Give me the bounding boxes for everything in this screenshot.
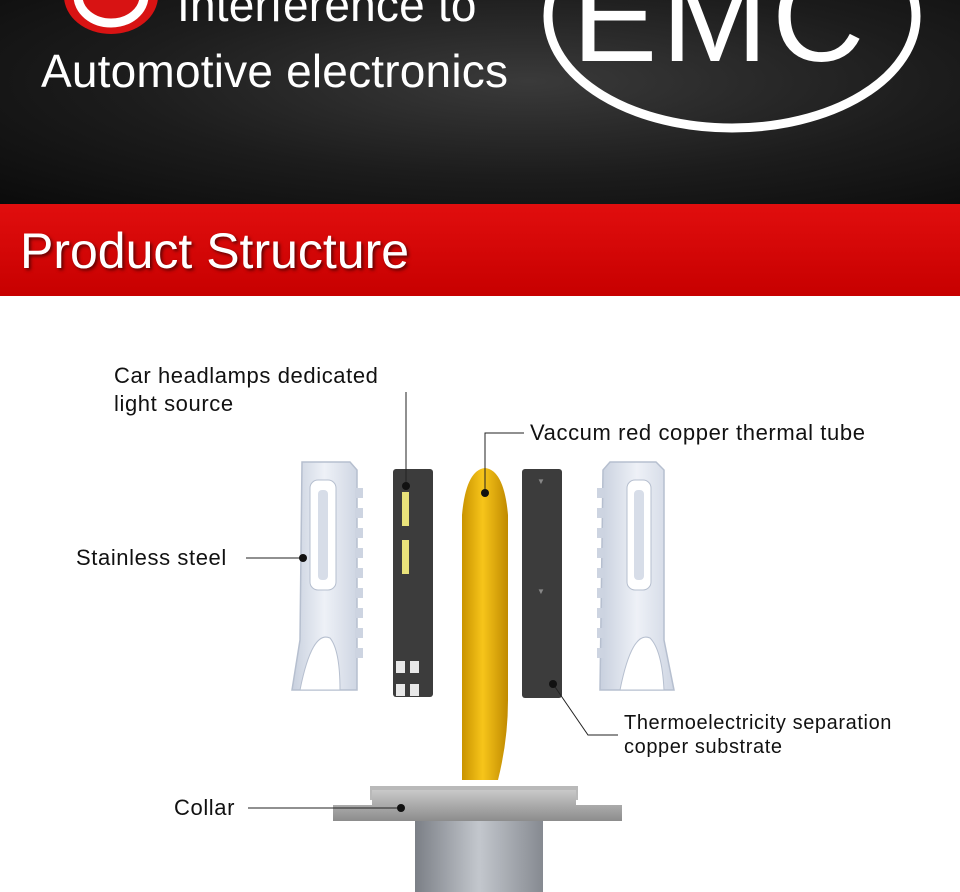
svg-text:▼: ▼ [537, 587, 545, 596]
label-substrate-line-2: copper substrate [624, 736, 783, 758]
label-light-source-line-1: Car headlamps dedicated [114, 363, 379, 388]
steel-bracket-right [597, 461, 675, 691]
emc-logo-text: EMC [572, 0, 869, 89]
label-light-source-line-2: light source [114, 391, 234, 416]
svg-text:▼: ▼ [537, 477, 545, 486]
collar [333, 786, 622, 892]
label-stainless-steel: Stainless steel [76, 545, 227, 570]
copper-substrate: ▼ ▼ [522, 469, 562, 698]
label-light-source: Car headlamps dedicated light source [114, 363, 379, 416]
steel-bracket-left [291, 461, 363, 691]
hero-graphics [64, 0, 921, 133]
thermal-tube [462, 468, 508, 780]
hero-section: Interference to Automotive electronics E… [0, 0, 960, 204]
leader-lines [246, 392, 618, 809]
leader-dots [299, 482, 557, 812]
emc-logo [543, 0, 921, 133]
label-copper-substrate: Thermoelectricity separation copper subs… [624, 711, 892, 759]
label-thermal-tube: Vaccum red copper thermal tube [530, 420, 866, 445]
number-badge-icon [64, 0, 158, 34]
hero-line-1: Interference to [177, 0, 477, 31]
hero-line-2: Automotive electronics [41, 45, 509, 97]
label-collar: Collar [174, 795, 236, 820]
label-substrate-line-1: Thermoelectricity separation [624, 712, 893, 734]
section-title: Product Structure [20, 223, 410, 279]
led-board [393, 469, 433, 697]
section-banner [0, 204, 960, 296]
